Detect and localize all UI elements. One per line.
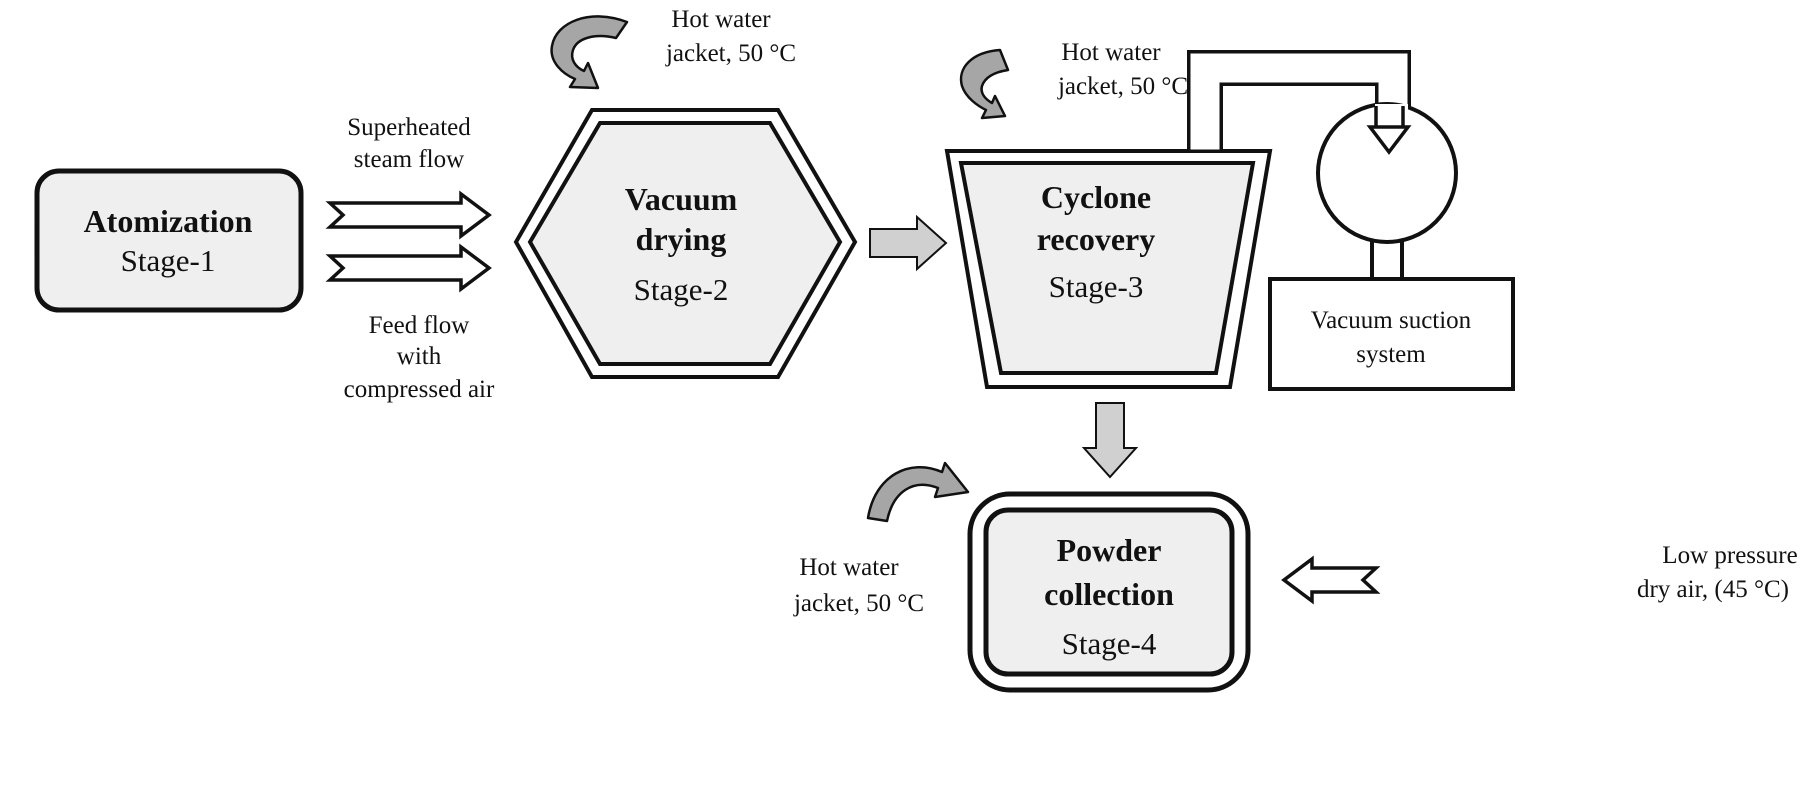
stage-2-jacket-line1: Hot water [671, 6, 771, 33]
stage-3-jacket-line2: jacket, 50 °C [1057, 73, 1188, 100]
stage-2-vacuum-drying: Vacuum drying Stage-2 [513, 108, 858, 379]
stage-2-label: Stage-2 [634, 272, 729, 307]
stage-4-title-line1: Powder [1057, 532, 1162, 568]
vacuum-pipe [1186, 50, 1411, 153]
feed-flow-label-line1: Feed flow [369, 312, 470, 339]
input-flows: Superheated steam flow Feed flow with co… [325, 114, 495, 403]
stage-2-title-line1: Vacuum [625, 181, 738, 217]
vacuum-suction-line2: system [1356, 341, 1426, 368]
stage-4-title-line2: collection [1044, 576, 1174, 612]
stage-3-label: Stage-3 [1049, 269, 1144, 304]
stage-1-title: Atomization [84, 203, 253, 239]
stage-3-curved-arrow-icon [959, 48, 1010, 120]
feed-flow-label-line2: with [397, 343, 442, 370]
vacuum-pump-circle [1316, 102, 1458, 244]
steam-flow-arrow [325, 190, 492, 240]
arrow-stage2-to-stage3 [869, 214, 948, 272]
feed-flow-arrow [325, 243, 492, 293]
stage-4-jacket: Hot water jacket, 50 °C [793, 461, 970, 617]
vacuum-suction-box [1268, 277, 1515, 391]
stage-3-jacket-line1: Hot water [1061, 39, 1161, 66]
stage-2-jacket: Hot water jacket, 50 °C [550, 6, 796, 90]
stage-3-jacket: Hot water jacket, 50 °C [959, 39, 1188, 120]
vacuum-pump [1316, 102, 1458, 279]
stage-4-jacket-line2: jacket, 50 °C [793, 590, 924, 617]
steam-flow-label-line1: Superheated [347, 114, 471, 141]
powder-collection-inner [983, 507, 1235, 677]
stage-2-title-line2: drying [636, 221, 727, 257]
stage-3-title-line2: recovery [1037, 221, 1155, 257]
dry-air-arrow [1281, 555, 1381, 605]
stage-3-cyclone-recovery: Cyclone recovery Stage-3 [944, 149, 1273, 389]
stage-3-title-line1: Cyclone [1041, 179, 1151, 215]
dry-air-line1: Low pressure [1662, 542, 1797, 569]
cyclone-trapezoid-inner [958, 161, 1256, 375]
dry-air-input: Low pressure dry air, (45 °C) [1281, 542, 1798, 605]
stage-1-atomization: Atomization Stage-1 [34, 168, 304, 313]
atomization-box [34, 168, 304, 313]
vacuum-suction-line1: Vacuum suction [1311, 307, 1472, 334]
stage-4-jacket-line1: Hot water [799, 554, 899, 581]
check-valve-icon [1366, 125, 1412, 155]
feed-flow-label-line3: compressed air [344, 376, 495, 403]
stage-4-powder-collection: Powder collection Stage-4 [967, 491, 1251, 693]
dry-air-line2: dry air, (45 °C) [1637, 576, 1789, 603]
vacuum-pipe-inner [1190, 53, 1408, 151]
arrow-stage3-to-stage4 [1081, 402, 1139, 479]
stage-2-jacket-line2: jacket, 50 °C [665, 40, 796, 67]
stage-4-curved-arrow-icon [866, 461, 970, 523]
vacuum-suction-system: Vacuum suction system [1268, 277, 1515, 391]
steam-flow-label-line2: steam flow [354, 146, 464, 173]
vacuum-drying-hexagon-inner [527, 121, 843, 366]
stage-2-curved-arrow-icon [550, 15, 629, 90]
stage-1-label: Stage-1 [121, 243, 216, 278]
stage-4-label: Stage-4 [1062, 626, 1157, 661]
